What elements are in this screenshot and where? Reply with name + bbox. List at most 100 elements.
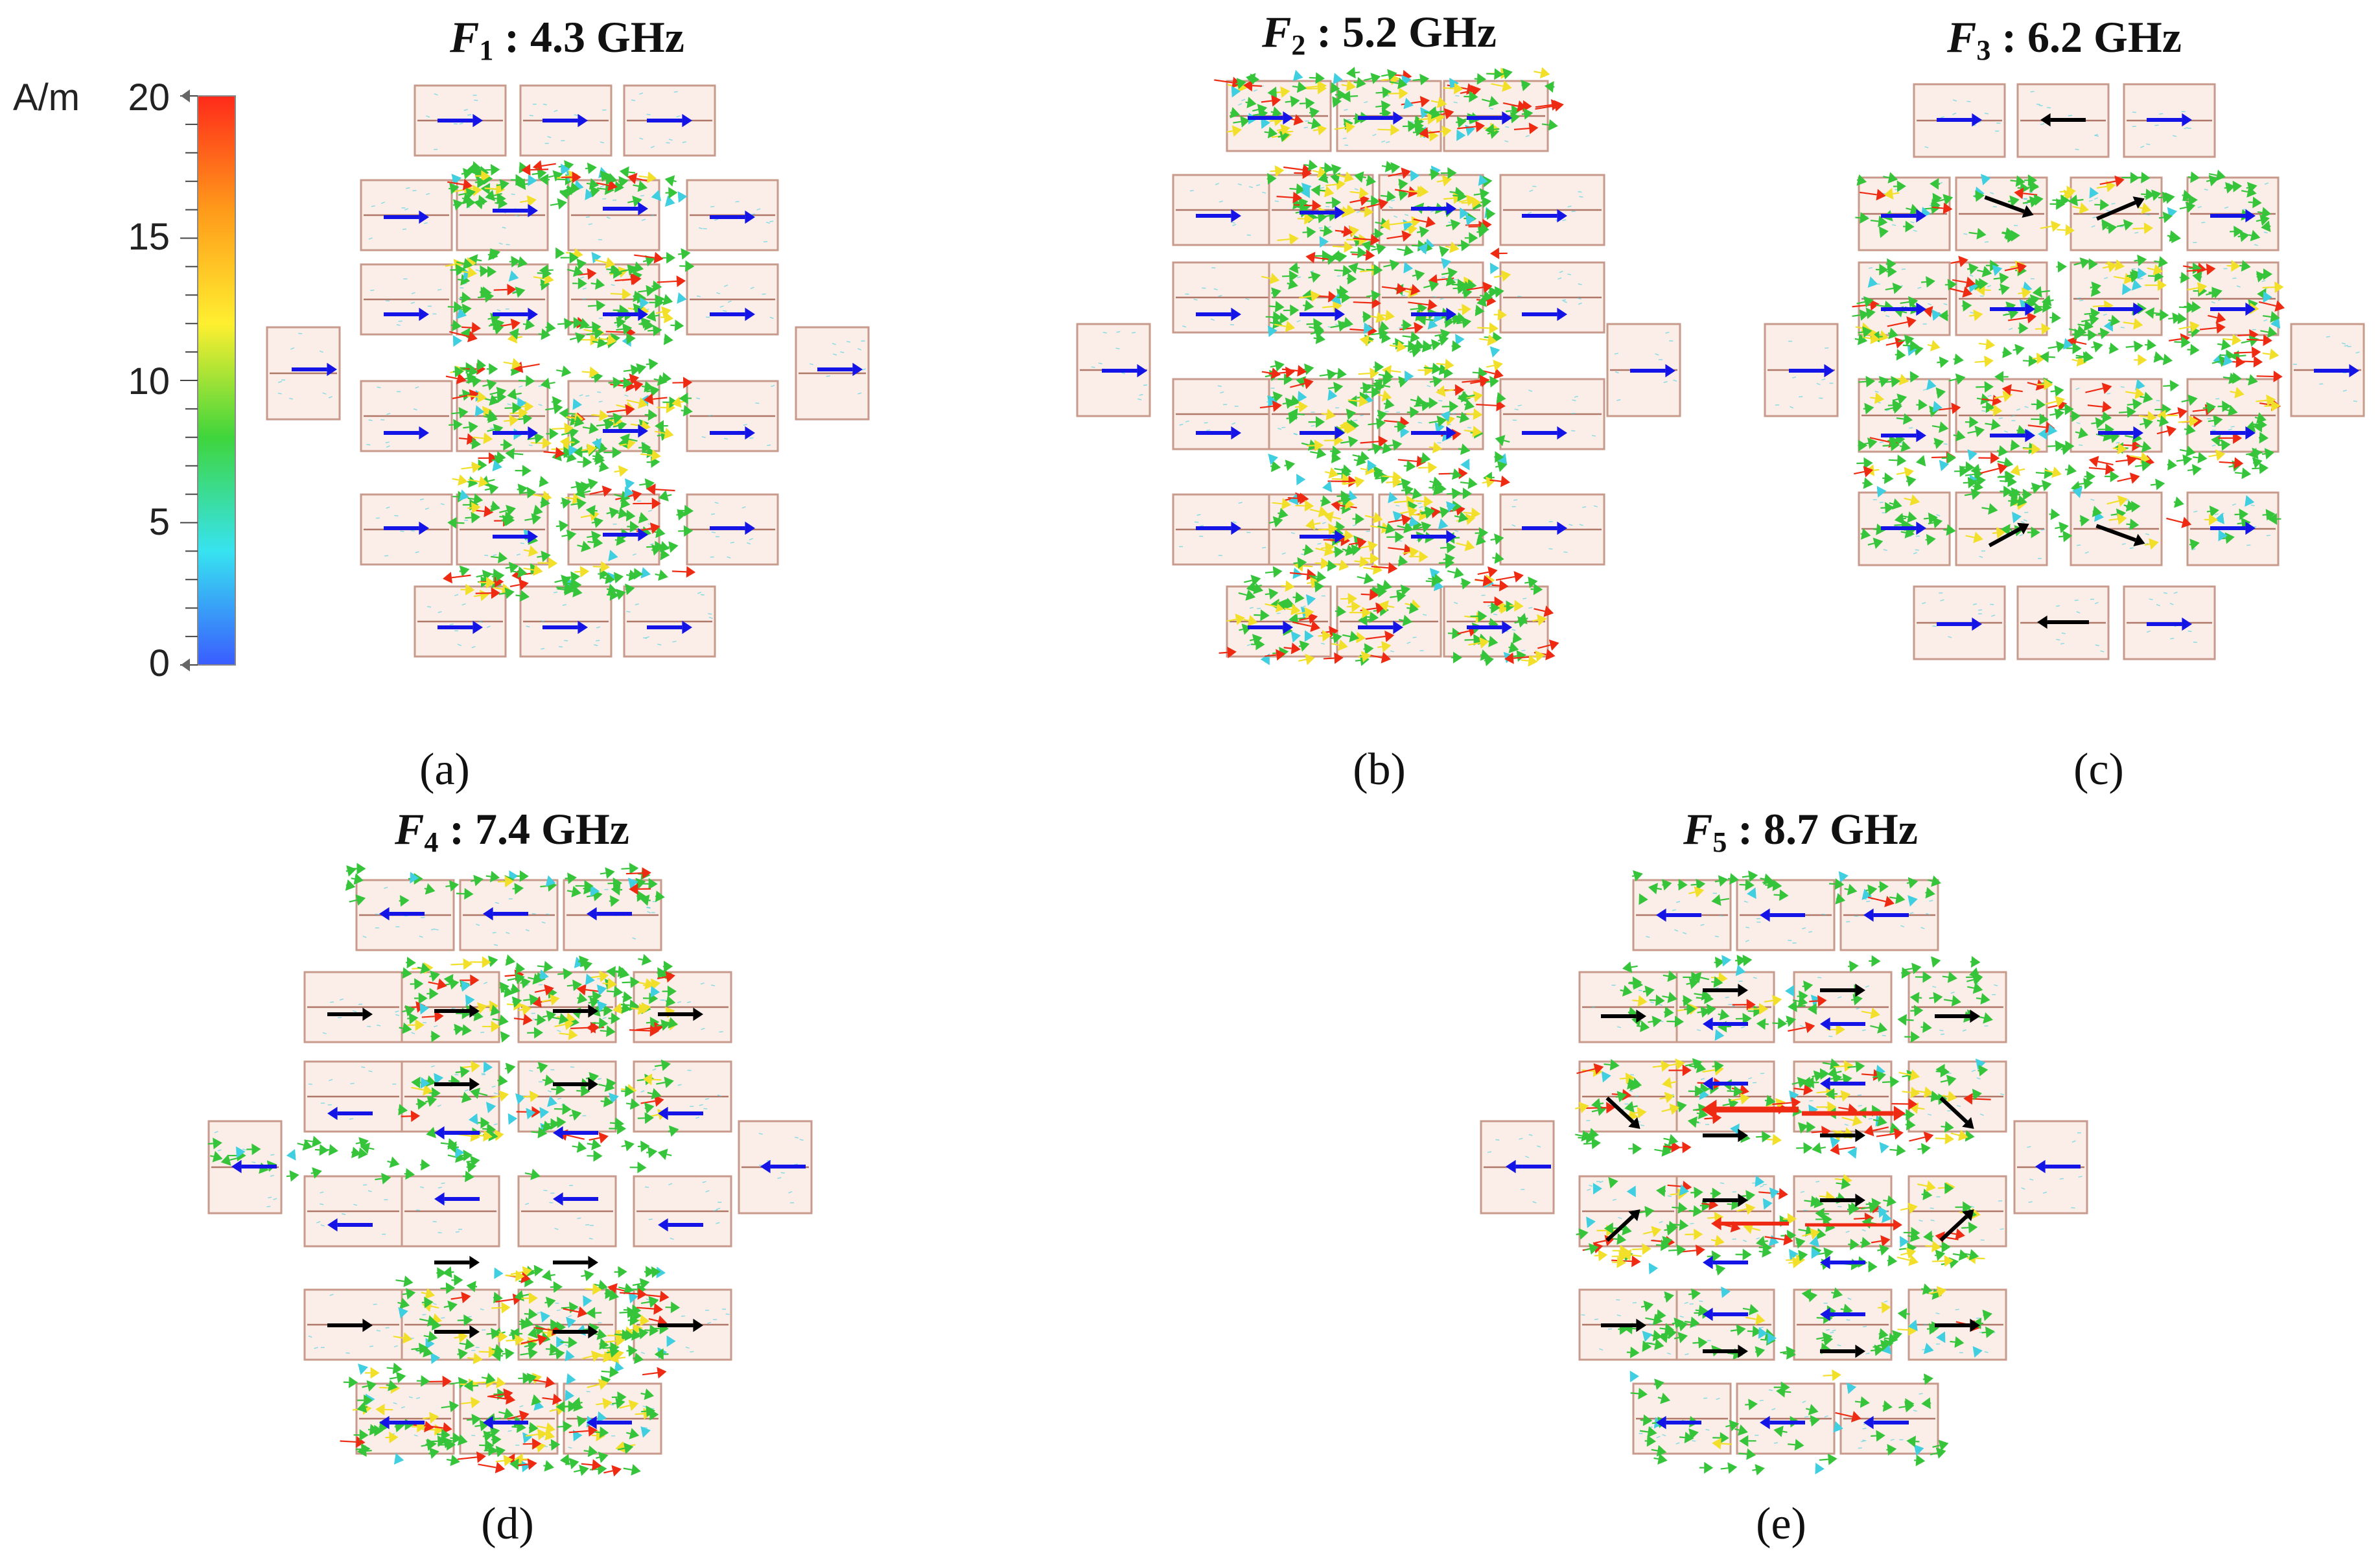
field-vector [1467, 426, 1472, 428]
field-vector [589, 1237, 593, 1240]
current-arrow-blue-head [419, 210, 429, 224]
field-vector [526, 625, 530, 628]
field-vector-head [1369, 611, 1379, 623]
field-vector [1264, 131, 1269, 134]
field-vector [1281, 552, 1286, 555]
field-vector [492, 1018, 500, 1021]
field-vector [2179, 206, 2187, 210]
field-vector [697, 591, 702, 594]
field-vector-head [576, 258, 587, 270]
field-vector [461, 326, 472, 329]
field-vector [452, 478, 460, 481]
field-vector-head [1438, 518, 1449, 530]
field-vector-head [483, 1061, 493, 1073]
field-vector-head [1331, 164, 1342, 176]
field-vector [1314, 257, 1329, 261]
field-vector-head [607, 583, 618, 596]
field-vector [610, 1404, 614, 1406]
field-vector-head [1497, 308, 1508, 321]
field-vector-head [2151, 189, 2162, 202]
field-vector-head [633, 380, 644, 391]
field-vector [1398, 286, 1412, 291]
field-vector-head [2019, 322, 2029, 334]
field-vector-head [2041, 294, 2052, 307]
field-vector [703, 1108, 708, 1110]
field-vector-head [519, 870, 529, 882]
field-vector-head [1362, 382, 1372, 394]
field-vector [2076, 483, 2084, 485]
field-vector-head [568, 445, 578, 456]
field-vector [1419, 506, 1423, 509]
field-vector-head [449, 880, 460, 892]
field-vector [2116, 224, 2125, 227]
field-vector-head [2143, 417, 2153, 430]
field-vector-head [1454, 82, 1464, 95]
field-vector-head [1900, 441, 1911, 452]
colorbar-tick-label: 15 [128, 216, 170, 258]
field-vector-head [2003, 485, 2013, 498]
field-vector-head [510, 318, 520, 331]
field-vector-head [1537, 614, 1547, 626]
field-vector-head [2141, 441, 2152, 453]
field-vector-head [539, 1107, 550, 1119]
field-vector [1452, 412, 1456, 415]
field-vector-head [1439, 246, 1449, 257]
current-arrow-blue-head [419, 307, 429, 321]
field-vector [2023, 198, 2027, 200]
field-vector [1226, 130, 1233, 133]
field-vector [840, 351, 845, 353]
field-vector-head [1458, 467, 1468, 480]
field-vector [2018, 292, 2023, 295]
field-vector [1470, 380, 1481, 384]
field-vector [1416, 231, 1421, 233]
field-vector-head [353, 873, 364, 885]
field-vector-head [1365, 249, 1375, 261]
field-vector-head [2153, 351, 2164, 363]
field-vector [1874, 469, 1880, 471]
field-vector [1370, 315, 1377, 318]
field-vector [1514, 408, 1519, 410]
field-vector [2208, 173, 2217, 176]
field-vector [716, 1207, 721, 1210]
field-vector [1420, 511, 1427, 514]
field-vector-head [1903, 413, 1913, 425]
field-vector [454, 1336, 460, 1339]
field-vector-head [1992, 404, 2003, 417]
field-vector-head [1321, 495, 1331, 507]
field-vector-head [1318, 172, 1329, 183]
field-vector-head [642, 1073, 653, 1086]
field-vector-head [1438, 334, 1449, 346]
field-vector-head [2066, 463, 2077, 476]
field-vector [554, 591, 558, 594]
field-vector [1297, 413, 1305, 415]
field-vector-head [1285, 320, 1296, 332]
field-vector-head [1458, 511, 1469, 523]
field-vector-head [659, 490, 669, 502]
field-vector-head [1406, 460, 1416, 472]
field-vector-head [1363, 572, 1374, 585]
field-vector-head [1328, 523, 1338, 535]
field-vector [1210, 318, 1215, 321]
field-vector-head [2158, 256, 2168, 268]
field-vector-head [522, 1014, 533, 1025]
field-vector-head [507, 283, 517, 296]
field-vector [1253, 89, 1257, 92]
field-vector [1493, 275, 1502, 278]
field-vector-head [2028, 355, 2038, 367]
field-vector-head [552, 170, 563, 182]
field-vector-head [1473, 408, 1483, 421]
field-vector [1368, 340, 1373, 342]
field-vector [1280, 585, 1286, 587]
field-vector-head [1981, 174, 1991, 185]
field-vector-head [2041, 323, 2051, 335]
field-vector-head [646, 285, 656, 297]
field-vector-head [1290, 603, 1301, 616]
current-arrow-blue-head [1446, 529, 1456, 544]
field-vector [1940, 116, 1944, 119]
current-arrow-blue-head [2025, 428, 2035, 443]
field-vector [653, 378, 659, 381]
field-vector-head [1401, 167, 1412, 179]
field-vector [475, 269, 480, 272]
field-vector [2056, 638, 2060, 641]
field-vector-head [549, 428, 559, 440]
